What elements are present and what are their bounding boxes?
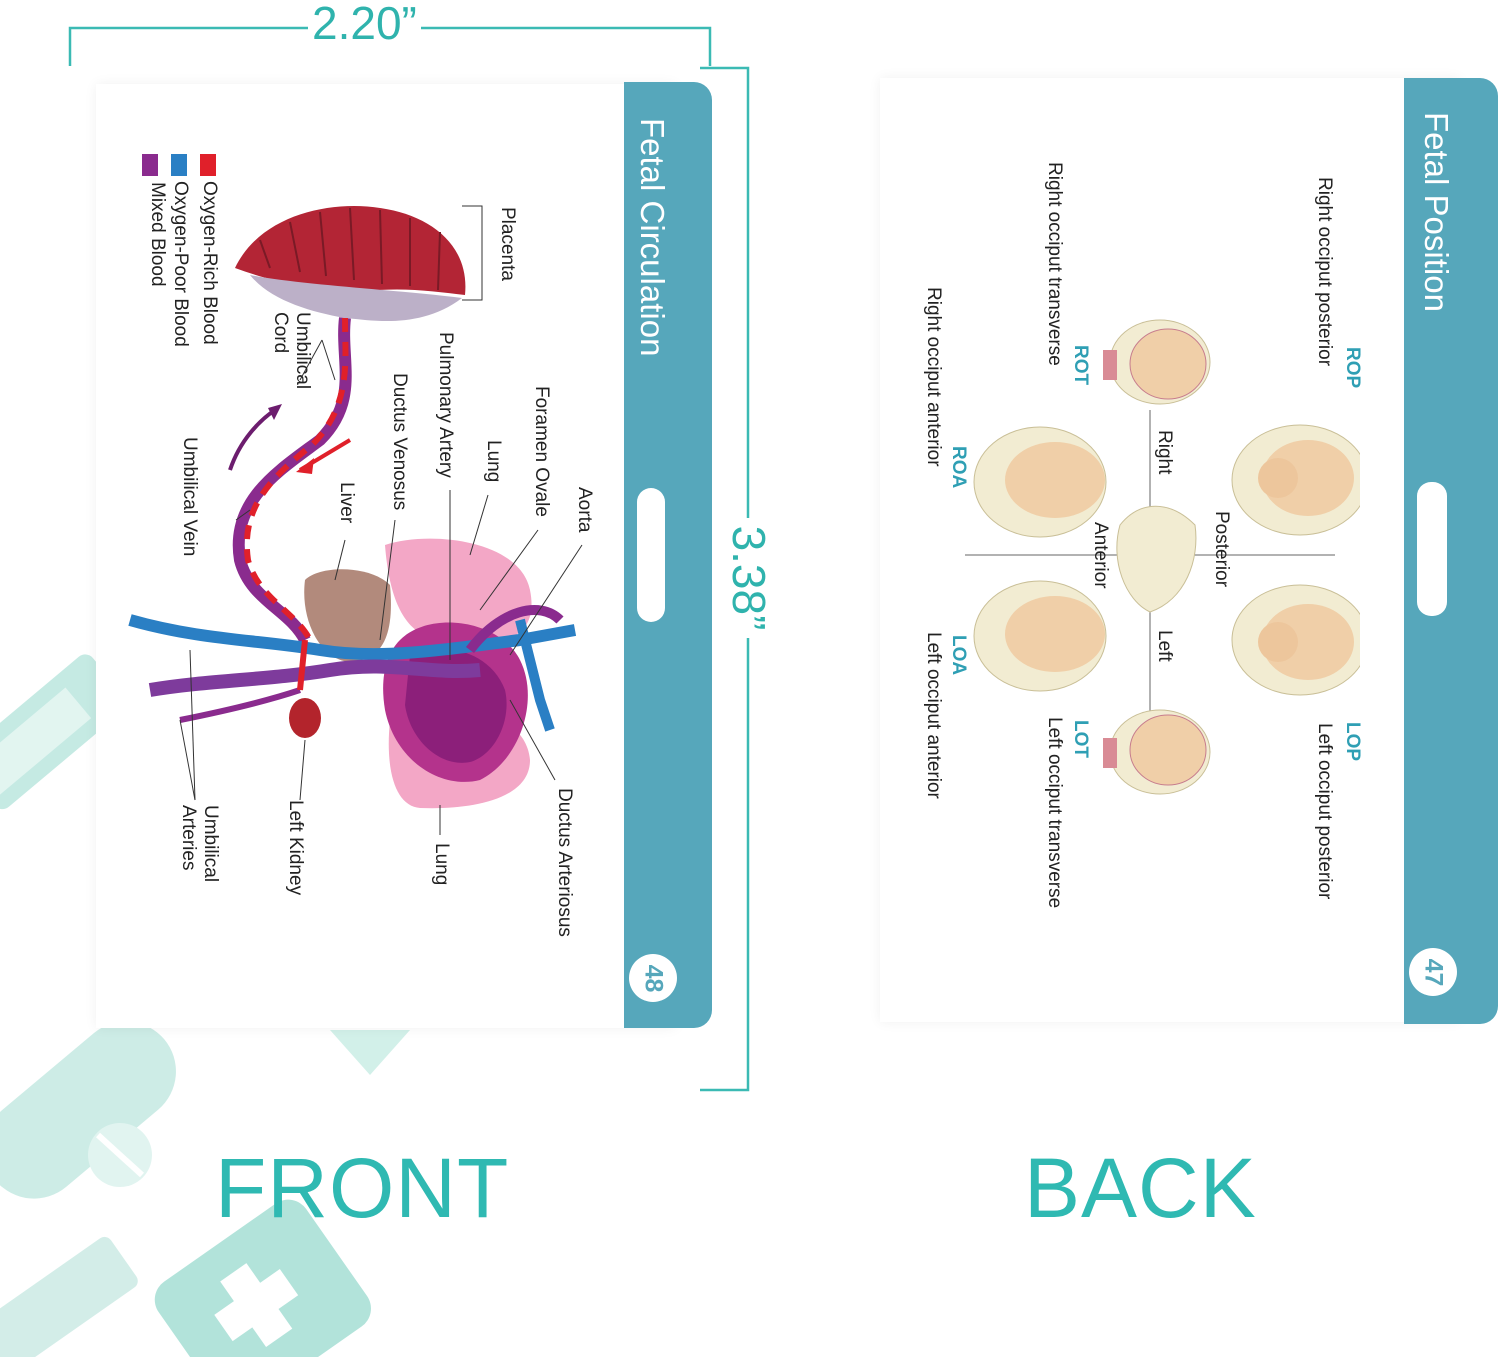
name-lot: Left occiput transverse [1044, 717, 1065, 909]
card-number-badge: 48 [629, 954, 677, 1002]
label-left-kidney: Left Kidney [285, 800, 306, 896]
syringe-icon [0, 1236, 138, 1357]
code-lot: LOT [1070, 720, 1091, 758]
width-label: 2.20” [308, 0, 421, 50]
label-aorta: Aorta [574, 487, 595, 533]
name-rop: Right occiput posterior [1314, 177, 1335, 367]
axis-right: Right [1154, 430, 1175, 475]
name-loa: Left occiput anterior [923, 632, 944, 799]
axis-left: Left [1154, 630, 1175, 662]
fetus-loa [973, 580, 1107, 692]
label-lung-top: Lung [483, 440, 504, 483]
placenta-illustration [235, 205, 466, 322]
fetal-circulation-diagram [128, 205, 583, 835]
height-label: 3.38” [723, 518, 776, 638]
fetus-roa [973, 426, 1107, 538]
label-pulmonary-artery: Pulmonary Artery [435, 332, 456, 478]
legend-swatch-mixed [142, 154, 158, 176]
medical-kit-icon [154, 1199, 371, 1357]
label-ductus-arteriosus: Ductus Arteriosus [554, 788, 575, 937]
axis-anterior: Anterior [1090, 522, 1111, 589]
back-caption: BACK [1024, 1141, 1257, 1235]
label-umbilical-vein: Umbilical Vein [179, 437, 200, 557]
back-card-title: Fetal Position [1418, 112, 1455, 312]
code-rop: ROP [1342, 347, 1363, 389]
back-card-tab: 47 [1404, 78, 1498, 1024]
legend-label-oxygen-poor: Oxygen-Poor Blood [170, 181, 191, 347]
legend-swatch-oxygen-rich [200, 154, 216, 176]
name-lop: Left occiput posterior [1314, 723, 1335, 900]
pill-icon [0, 1021, 176, 1199]
label-foramen-ovale: Foramen Ovale [531, 386, 552, 517]
diamond-decor [330, 1030, 410, 1075]
fetus-rot [1103, 319, 1211, 405]
code-lop: LOP [1342, 722, 1363, 762]
card-slot [637, 488, 665, 622]
card-number-badge: 47 [1409, 948, 1457, 996]
front-card-tab: 48 [624, 82, 712, 1028]
label-liver: Liver [336, 482, 357, 524]
label-ductus-venosus: Ductus Venosus [389, 373, 410, 511]
legend-label-oxygen-rich: Oxygen-Rich Blood [199, 181, 220, 345]
axis-posterior: Posterior [1211, 511, 1232, 588]
label-lung-bottom: Lung [431, 843, 452, 886]
front-card-title: Fetal Circulation [634, 118, 671, 357]
syringe-icon [0, 654, 128, 810]
fetus-lop [1231, 584, 1360, 696]
name-root: Right occiput transverse [1044, 162, 1065, 366]
legend-label-mixed: Mixed Blood [147, 182, 168, 287]
name-roa: Right occiput anterior [923, 287, 944, 467]
fetal-position-diagram [965, 319, 1360, 795]
label-umbilical-cord: Umbilical Cord [270, 312, 313, 390]
code-rot: ROT [1070, 345, 1091, 386]
label-placenta: Placenta [497, 207, 518, 281]
fetus-rop [1231, 424, 1360, 536]
code-roa: ROA [948, 446, 969, 489]
code-loa: LOA [948, 635, 969, 676]
card-slot [1417, 482, 1447, 616]
front-caption: FRONT [215, 1141, 510, 1235]
legend-swatch-oxygen-poor [171, 154, 187, 176]
label-umbilical-arteries: Umbilical Arteries [178, 805, 221, 883]
fetus-lot [1103, 709, 1211, 795]
